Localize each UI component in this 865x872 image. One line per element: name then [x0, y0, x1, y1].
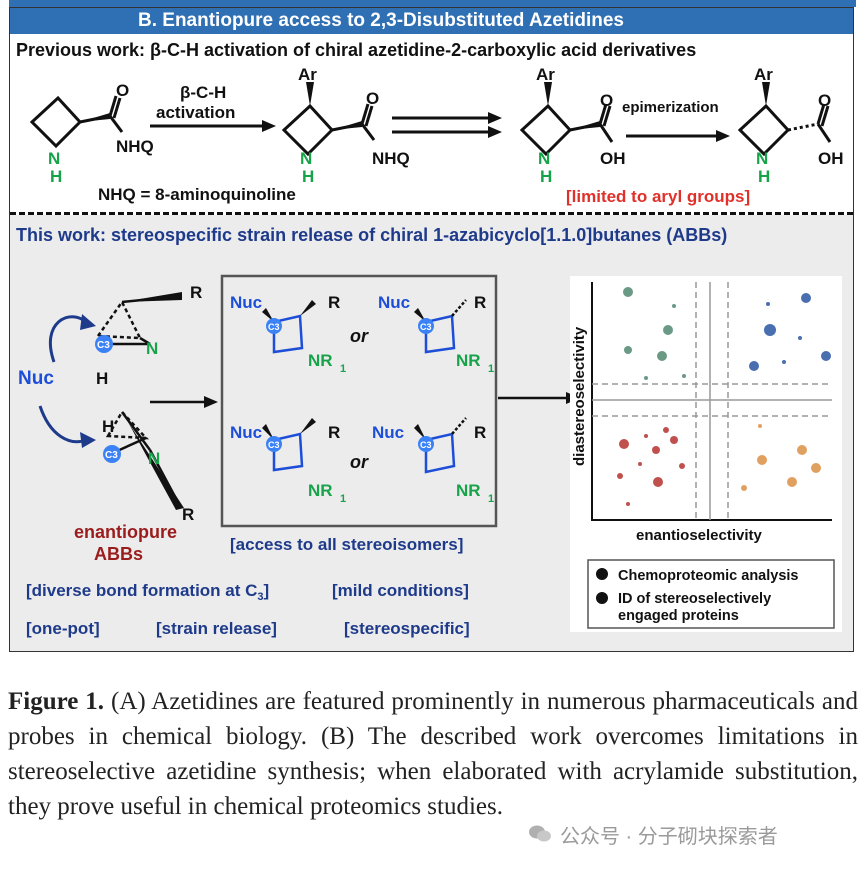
section-divider	[10, 212, 853, 215]
c3-badge-p4: C3	[420, 440, 432, 450]
enantiopure-line2: ABBs	[94, 544, 143, 564]
or-label-1: or	[350, 326, 369, 346]
product2-nr: NR	[456, 351, 481, 370]
abb-n-bottom: N	[148, 449, 160, 468]
section-header: B. Enantiopure access to 2,3-Disubstitut…	[10, 8, 853, 34]
diverse-sub: 3	[257, 591, 263, 603]
caption-label: Figure 1.	[8, 688, 105, 715]
strain-label: [strain release]	[156, 619, 277, 638]
atom-n-2: N	[300, 149, 312, 168]
top-strip	[9, 0, 856, 7]
plot-xlabel: enantioselectivity	[636, 527, 763, 544]
previous-work-title: Previous work: β-C-H activation of chira…	[16, 40, 697, 60]
product3-nr: NR	[308, 481, 333, 500]
atom-oh-3: OH	[600, 149, 626, 168]
caption-text: (A) Azetidines are featured prominently …	[8, 688, 858, 820]
watermark-text: 公众号 · 分子砌块探索者	[560, 826, 778, 848]
atom-h-1: H	[50, 167, 62, 186]
abb-n-top: N	[146, 339, 158, 358]
product3-r: R	[328, 423, 340, 442]
plot-ylabel: diastereoselectivity	[571, 326, 588, 466]
atom-n-3: N	[538, 149, 550, 168]
product3-nuc: Nuc	[230, 423, 262, 442]
legend-item-2-line1: ID of stereoselectively	[618, 591, 771, 607]
enantiopure-line1: enantiopure	[74, 522, 177, 542]
legend-item-2-line2: engaged proteins	[618, 608, 739, 624]
product4-nr-sub: 1	[488, 493, 494, 505]
atom-h-2: H	[302, 167, 314, 186]
plot-points-orange	[741, 424, 821, 491]
atom-nhq-1: NHQ	[116, 137, 154, 156]
diverse-suffix: ]	[264, 581, 270, 600]
atom-h-4: H	[758, 167, 770, 186]
atom-ar-2: Ar	[298, 65, 317, 84]
arrow1-label-line2: activation	[156, 103, 235, 122]
plot-points-blue	[749, 293, 831, 371]
product4-nuc: Nuc	[372, 423, 404, 442]
stereoisomer-box	[220, 274, 498, 528]
onepot-label: [one-pot]	[26, 619, 100, 638]
product2-nuc: Nuc	[378, 293, 410, 312]
plot-points-green	[623, 287, 686, 380]
product1-nr-sub: 1	[340, 363, 346, 375]
svg-text:[diverse bond formation at C3]: [diverse bond formation at C3]	[26, 581, 269, 603]
abb-r-top: R	[190, 283, 202, 302]
product1-nuc: Nuc	[230, 293, 262, 312]
atom-ar-3: Ar	[536, 65, 555, 84]
access-label: [access to all stereoisomers]	[230, 535, 463, 554]
this-work-title: This work: stereospecific strain release…	[16, 225, 728, 245]
atom-ar-4: Ar	[754, 65, 773, 84]
legend-item-1: Chemoproteomic analysis	[618, 568, 799, 584]
wechat-icon	[529, 825, 551, 842]
plot-axes	[591, 282, 832, 521]
figure-caption: Figure 1. (A) Azetidines are featured pr…	[8, 684, 858, 824]
figure-frame	[9, 7, 854, 652]
product2-nr-sub: 1	[488, 363, 494, 375]
product1-nr: NR	[308, 351, 333, 370]
atom-o-4: O	[818, 91, 831, 110]
abb-r-bottom: R	[182, 505, 194, 524]
azetidine-ring-1	[29, 95, 83, 149]
c3-badge-1: C3	[97, 340, 110, 351]
atom-o-3: O	[600, 91, 613, 110]
atom-oh-4: OH	[818, 149, 844, 168]
arrow1-label-line1: β-C-H	[180, 83, 226, 102]
nuc-label: Nuc	[18, 368, 54, 389]
nhq-definition: NHQ = 8-aminoquinoline	[98, 185, 296, 204]
product4-nr: NR	[456, 481, 481, 500]
epimerization-label: epimerization	[622, 99, 719, 116]
atom-o-2: O	[366, 89, 379, 108]
c3-badge-p1: C3	[268, 322, 280, 332]
plot-legend	[587, 559, 835, 629]
previous-work-scheme: O NHQ N H β-C-H activation Ar O NHQ N H …	[29, 65, 844, 206]
abb-h-top: H	[96, 369, 108, 388]
atom-nhq-2: NHQ	[372, 149, 410, 168]
product2-r: R	[474, 293, 486, 312]
atom-o-1: O	[116, 81, 129, 100]
product1-r: R	[328, 293, 340, 312]
atom-n-1: N	[48, 149, 60, 168]
diverse-label: [diverse bond formation at C	[26, 581, 257, 600]
selectivity-plot: diastereoselectivity enantioselectivity …	[570, 276, 842, 632]
this-work-scheme: C3 C3 R N H Nuc H N R enantiopure ABBs C…	[18, 274, 580, 638]
mild-label: [mild conditions]	[332, 581, 469, 600]
atom-n-4: N	[756, 149, 768, 168]
c3-badge-2: C3	[105, 450, 118, 461]
product4-r: R	[474, 423, 486, 442]
product3-nr-sub: 1	[340, 493, 346, 505]
plot-points-red	[617, 427, 685, 506]
abb-h-bottom: H	[102, 417, 114, 436]
limitation-label: [limited to aryl groups]	[566, 187, 750, 206]
stereospecific-label: [stereospecific]	[344, 619, 470, 638]
or-label-2: or	[350, 452, 369, 472]
c3-badge-p3: C3	[268, 440, 280, 450]
atom-h-3: H	[540, 167, 552, 186]
c3-badge-p2: C3	[420, 322, 432, 332]
